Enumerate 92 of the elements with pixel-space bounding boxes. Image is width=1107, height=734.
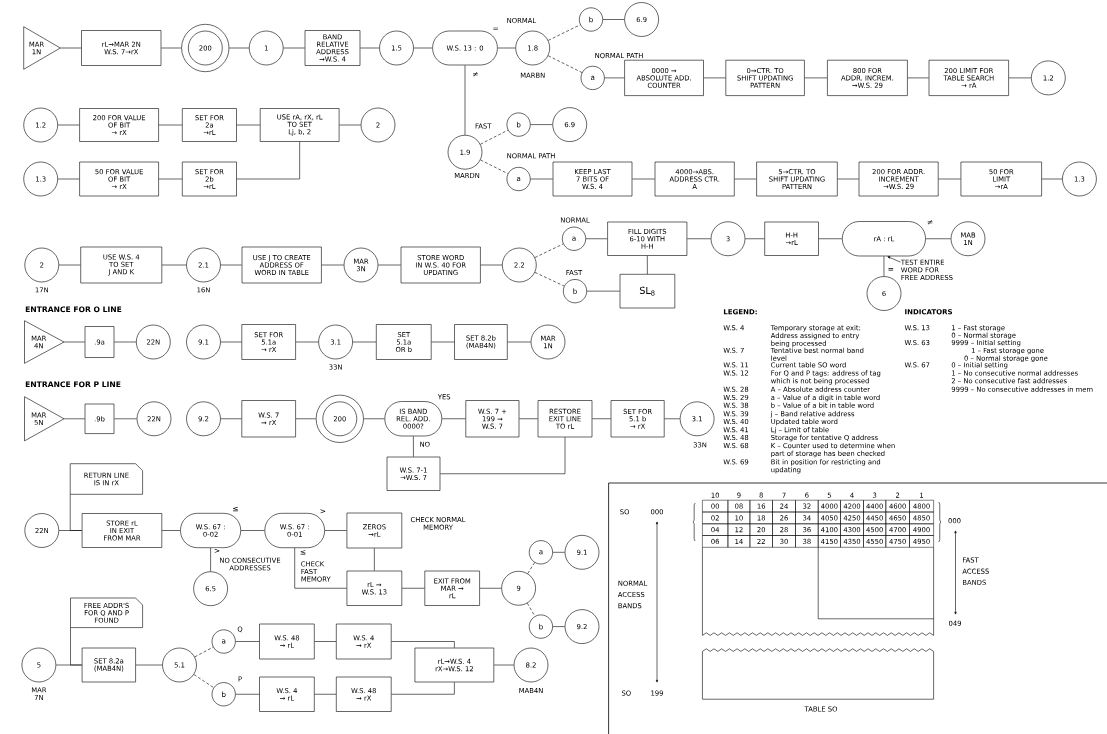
flow-line	[57, 124, 80, 126]
flow-line	[158, 124, 183, 126]
dashed-line	[194, 646, 214, 658]
flow-line	[220, 418, 242, 420]
flow-line	[161, 47, 182, 49]
flow-line	[295, 418, 317, 420]
flow-line	[363, 418, 385, 420]
flow-line	[229, 47, 250, 49]
dashed-line	[527, 602, 536, 617]
flow-line	[339, 124, 361, 126]
flow-line	[114, 341, 137, 343]
flow-line	[592, 418, 611, 420]
flow-line	[220, 264, 242, 266]
flow-line	[479, 587, 502, 589]
flow-line	[925, 238, 951, 240]
process-box: SL$_{8}$	[619, 274, 676, 309]
flow-line	[431, 341, 455, 343]
flow-line	[283, 47, 305, 49]
flow-line	[602, 19, 625, 20]
flow-line	[236, 141, 300, 180]
flow-line	[321, 264, 344, 266]
flow-line	[60, 47, 82, 49]
flow-line	[734, 178, 757, 180]
flow-line	[413, 436, 414, 457]
flow-line	[58, 530, 83, 531]
flow-line	[58, 264, 81, 266]
flow-line	[647, 255, 648, 275]
flow-line	[55, 664, 83, 666]
flow-line	[664, 418, 681, 420]
dashed-line	[547, 24, 581, 41]
flow-line	[63, 341, 85, 343]
flow-line	[413, 47, 433, 49]
dashed-line	[547, 55, 583, 73]
flow-line	[314, 641, 337, 642]
flow-line	[158, 178, 183, 180]
flow-line	[63, 418, 85, 420]
flow-line	[585, 238, 608, 240]
flow-line	[1041, 178, 1063, 180]
flow-line	[324, 530, 347, 531]
flow-line	[493, 664, 514, 666]
flow-line	[938, 178, 961, 180]
flow-line	[391, 641, 455, 648]
flow-line	[883, 256, 885, 277]
flow-line	[686, 238, 711, 240]
flow-line	[497, 47, 516, 49]
flow-line	[295, 341, 319, 343]
flow-line	[135, 664, 163, 666]
flow-line	[294, 547, 347, 589]
flow-line	[530, 124, 553, 125]
flow-line	[235, 693, 260, 695]
flow-line	[507, 341, 531, 343]
dashed-line	[527, 562, 535, 574]
flow-line	[352, 341, 377, 343]
flow-line	[440, 437, 566, 475]
flow-line	[114, 418, 137, 420]
flow-line	[519, 418, 538, 420]
flow-line	[314, 693, 337, 695]
flow-line	[161, 530, 181, 531]
flow-line	[236, 124, 261, 126]
flow-line	[161, 264, 187, 266]
flow-line	[804, 77, 828, 79]
flow-line	[210, 547, 211, 572]
flow-line	[360, 47, 380, 49]
flow-line	[401, 587, 425, 589]
flow-line	[391, 682, 455, 695]
dashed-line	[534, 243, 564, 258]
flow-line	[378, 264, 401, 266]
dashed-line	[534, 272, 565, 287]
flow-line	[837, 178, 859, 180]
flow-line	[552, 626, 565, 627]
flow-line	[235, 641, 260, 642]
flow-line	[604, 77, 625, 79]
dashed-line	[480, 129, 509, 145]
flow-line	[240, 530, 265, 531]
flow-line	[374, 548, 375, 571]
flow-line	[464, 65, 466, 136]
flow-line	[818, 238, 843, 240]
dashed-line	[193, 674, 214, 688]
flow-line	[530, 178, 553, 180]
flow-line	[57, 178, 80, 180]
flow-line	[703, 77, 726, 79]
flow-line	[441, 418, 466, 420]
dashed-line	[480, 159, 509, 174]
flow-line	[745, 238, 765, 240]
flow-line	[632, 178, 655, 180]
flow-line	[220, 341, 242, 343]
flow-line	[480, 264, 503, 266]
flow-line	[1008, 77, 1032, 79]
flow-line	[552, 552, 565, 553]
flow-line	[907, 77, 929, 79]
leader-arrow	[887, 256, 901, 263]
flow-line	[586, 290, 620, 292]
